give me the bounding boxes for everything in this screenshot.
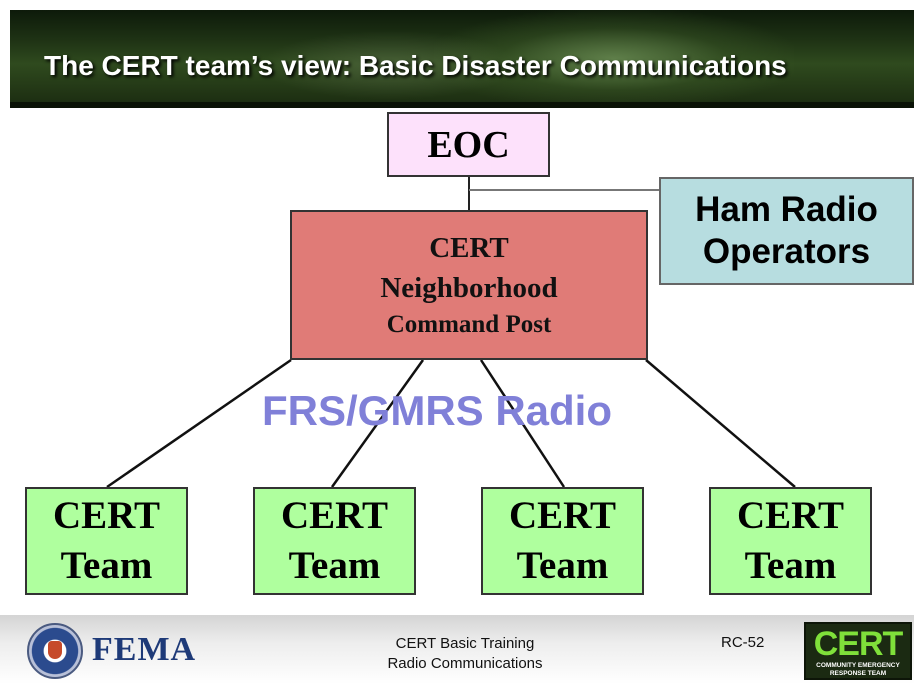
post-to-team-1-line — [106, 358, 292, 489]
team-3-line-1: CERT — [509, 494, 616, 537]
team-3-line-2: Team — [516, 544, 609, 587]
command-post-box: CERT Neighborhood Command Post — [290, 210, 648, 360]
cert-team-box-1: CERT Team — [25, 487, 188, 595]
team-2-line-2: Team — [288, 544, 381, 587]
cert-team-box-3: CERT Team — [481, 487, 644, 595]
eoc-label: EOC — [427, 123, 510, 166]
course-line-2: Radio Communications — [387, 655, 543, 672]
title-banner: The CERT team’s view: Basic Disaster Com… — [10, 10, 914, 108]
post-to-team-3-line — [479, 359, 566, 488]
team-2-line-1: CERT — [281, 494, 388, 537]
banner-glow-secondary — [260, 30, 520, 100]
dhs-seal-icon — [27, 623, 83, 679]
cert-logo-word: CERT — [813, 625, 904, 663]
frs-gmrs-radio-label: FRS/GMRS Radio — [262, 387, 613, 434]
cert-logo: CERT COMMUNITY EMERGENCY RESPONSE TEAM — [804, 622, 912, 680]
fema-wordmark: FEMA — [92, 631, 197, 668]
cert-team-box-4: CERT Team — [709, 487, 872, 595]
eoc-box: EOC — [387, 112, 550, 177]
banner-glow — [434, 10, 794, 108]
command-post-line-1: CERT — [429, 232, 509, 264]
eagle-icon — [48, 641, 62, 659]
course-info: CERT Basic Training Radio Communications — [360, 634, 570, 674]
cert-logo-subtitle: COMMUNITY EMERGENCY RESPONSE TEAM — [816, 662, 900, 677]
ham-radio-operators-box: Ham Radio Operators — [659, 177, 914, 285]
team-1-line-1: CERT — [53, 494, 160, 537]
team-4-line-1: CERT — [737, 494, 844, 537]
ham-radio-line-1: Ham Radio — [695, 190, 878, 229]
command-post-line-2: Neighborhood — [380, 272, 558, 304]
cert-team-box-2: CERT Team — [253, 487, 416, 595]
course-line-1: CERT Basic Training — [395, 635, 535, 652]
ham-radio-line-2: Operators — [702, 232, 871, 271]
footer-bar — [0, 615, 914, 684]
team-1-line-2: Team — [60, 544, 153, 587]
slide-number: RC-52 — [721, 634, 765, 651]
slide-title: The CERT team’s view: Basic Disaster Com… — [44, 50, 787, 81]
command-post-line-3: Command Post — [386, 311, 552, 338]
team-4-line-2: Team — [744, 544, 837, 587]
post-to-team-4-line — [645, 359, 796, 488]
post-to-team-2-line — [330, 359, 425, 488]
banner-stripe — [10, 102, 914, 108]
